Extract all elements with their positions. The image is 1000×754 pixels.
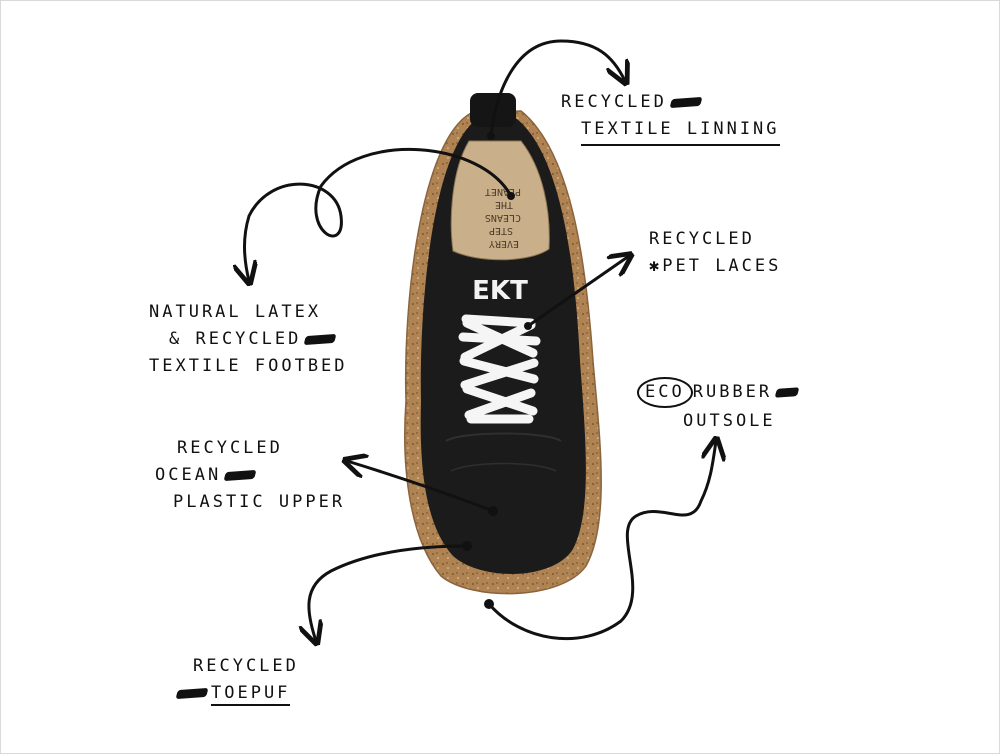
brand-logo: EKT [472,276,528,306]
toepuf-arrow [309,544,469,641]
note-toepuf: RECYCLED TOEPUF [173,653,299,707]
lining-arrow [489,39,625,138]
annotation-arrows [245,39,717,641]
shoe-laces [458,314,541,424]
outsole-arrow [487,441,716,641]
upper-arrow [347,461,495,513]
heel-tab [470,93,516,127]
lining-print-line-2: STEP [489,225,513,236]
lining-print-line-4: THE [495,199,513,210]
lining-print-line-3: CLEANS [485,212,521,223]
note-textile-lining: RECYCLED TEXTILE LINNING [561,89,780,146]
laces-arrow [526,256,629,328]
lining-print-line-5: PLANET [485,186,521,197]
lining [450,140,550,261]
note-footbed: NATURAL LATEX & RECYCLED TEXTILE FOOTBED [149,302,348,376]
lining-print-line-1: EVERY [489,238,519,249]
note-pet-laces: RECYCLED ✱PET LACES [649,229,782,276]
footbed-arrow [245,147,513,281]
note-ocean-plastic-upper: RECYCLED OCEAN PLASTIC UPPER [155,438,346,512]
